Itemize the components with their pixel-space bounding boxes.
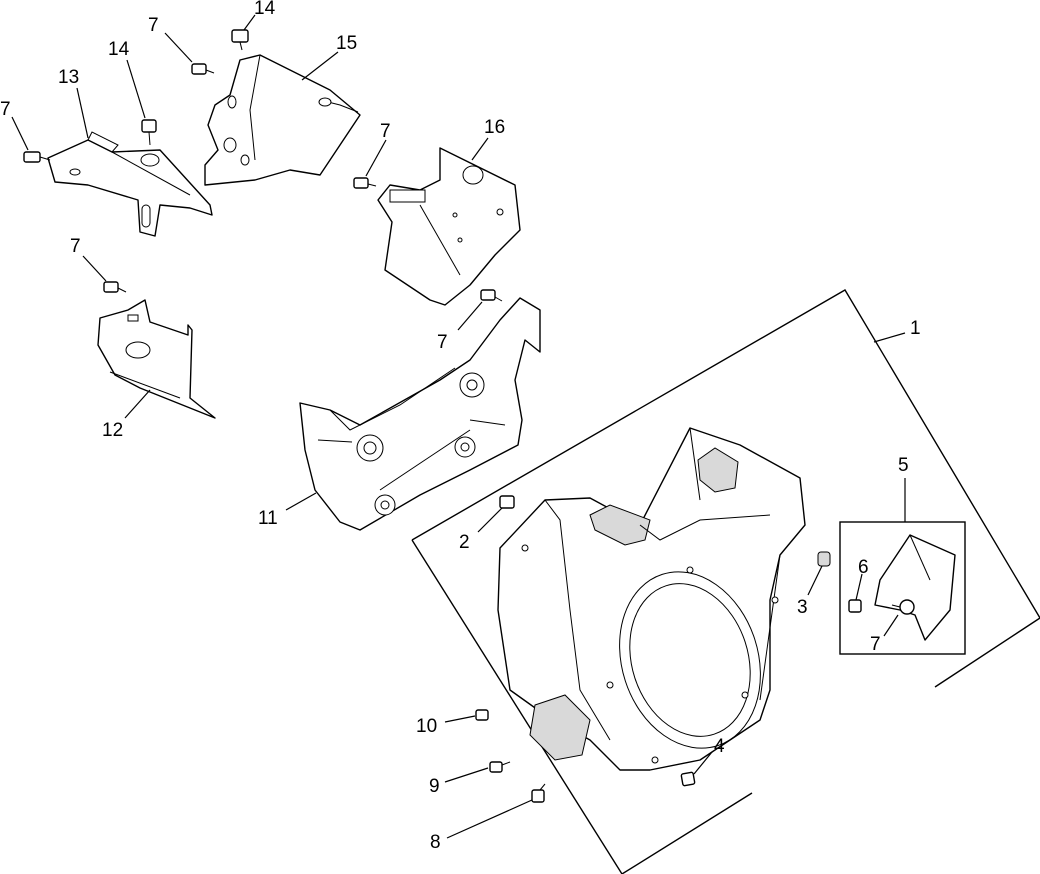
callout-7-mid-left: 7 <box>70 236 81 257</box>
callout-14-top: 14 <box>254 0 276 19</box>
callout-7-shroud: 7 <box>380 121 391 142</box>
screw-14-top <box>231 29 249 51</box>
part-12-bracket <box>97 299 216 419</box>
part-5-inset <box>839 521 966 655</box>
screw-7-top <box>191 63 215 75</box>
callout-2: 2 <box>459 532 470 553</box>
callout-labels: 14 7 15 14 13 7 7 16 7 7 1 12 11 5 2 6 3… <box>0 0 921 853</box>
part-13-bracket <box>47 131 213 237</box>
callout-13: 13 <box>58 67 79 88</box>
spring-3 <box>817 551 831 567</box>
leader-lines <box>11 14 906 839</box>
callout-7-far-left: 7 <box>0 99 11 120</box>
screw-7-top-left <box>23 151 51 163</box>
screw-7-bracket <box>480 289 503 302</box>
callout-7-inset: 7 <box>870 634 881 655</box>
callout-5: 5 <box>898 455 909 476</box>
screw-8 <box>531 783 546 803</box>
part-16-side-shroud <box>377 147 521 306</box>
clip-4 <box>680 771 696 787</box>
part-11-large-bracket <box>299 297 541 531</box>
callout-15: 15 <box>336 33 357 54</box>
callout-14-left: 14 <box>108 39 130 60</box>
screw-10 <box>475 709 489 721</box>
screw-9 <box>489 761 511 773</box>
screw-7-mid-left <box>103 281 127 293</box>
callout-7-top: 7 <box>148 15 159 36</box>
screw-7-shroud <box>353 177 377 189</box>
clip-2 <box>499 495 515 509</box>
callout-10: 10 <box>416 716 437 737</box>
callout-8: 8 <box>430 832 441 853</box>
callout-16: 16 <box>484 117 505 138</box>
callout-3: 3 <box>797 597 808 618</box>
callout-1: 1 <box>910 318 921 339</box>
screw-14-left <box>141 119 157 146</box>
screw-7-inset <box>891 599 915 615</box>
callout-11: 11 <box>258 508 278 529</box>
assembly-1-frame <box>411 289 1040 874</box>
clip-6 <box>848 599 862 613</box>
callout-4: 4 <box>714 736 725 757</box>
callout-9: 9 <box>429 776 440 797</box>
callout-7-bracket: 7 <box>437 332 448 353</box>
callout-6: 6 <box>858 557 869 578</box>
part-1-blower-housing <box>497 427 806 771</box>
callout-12: 12 <box>102 420 123 441</box>
part-15-shroud <box>204 54 361 186</box>
